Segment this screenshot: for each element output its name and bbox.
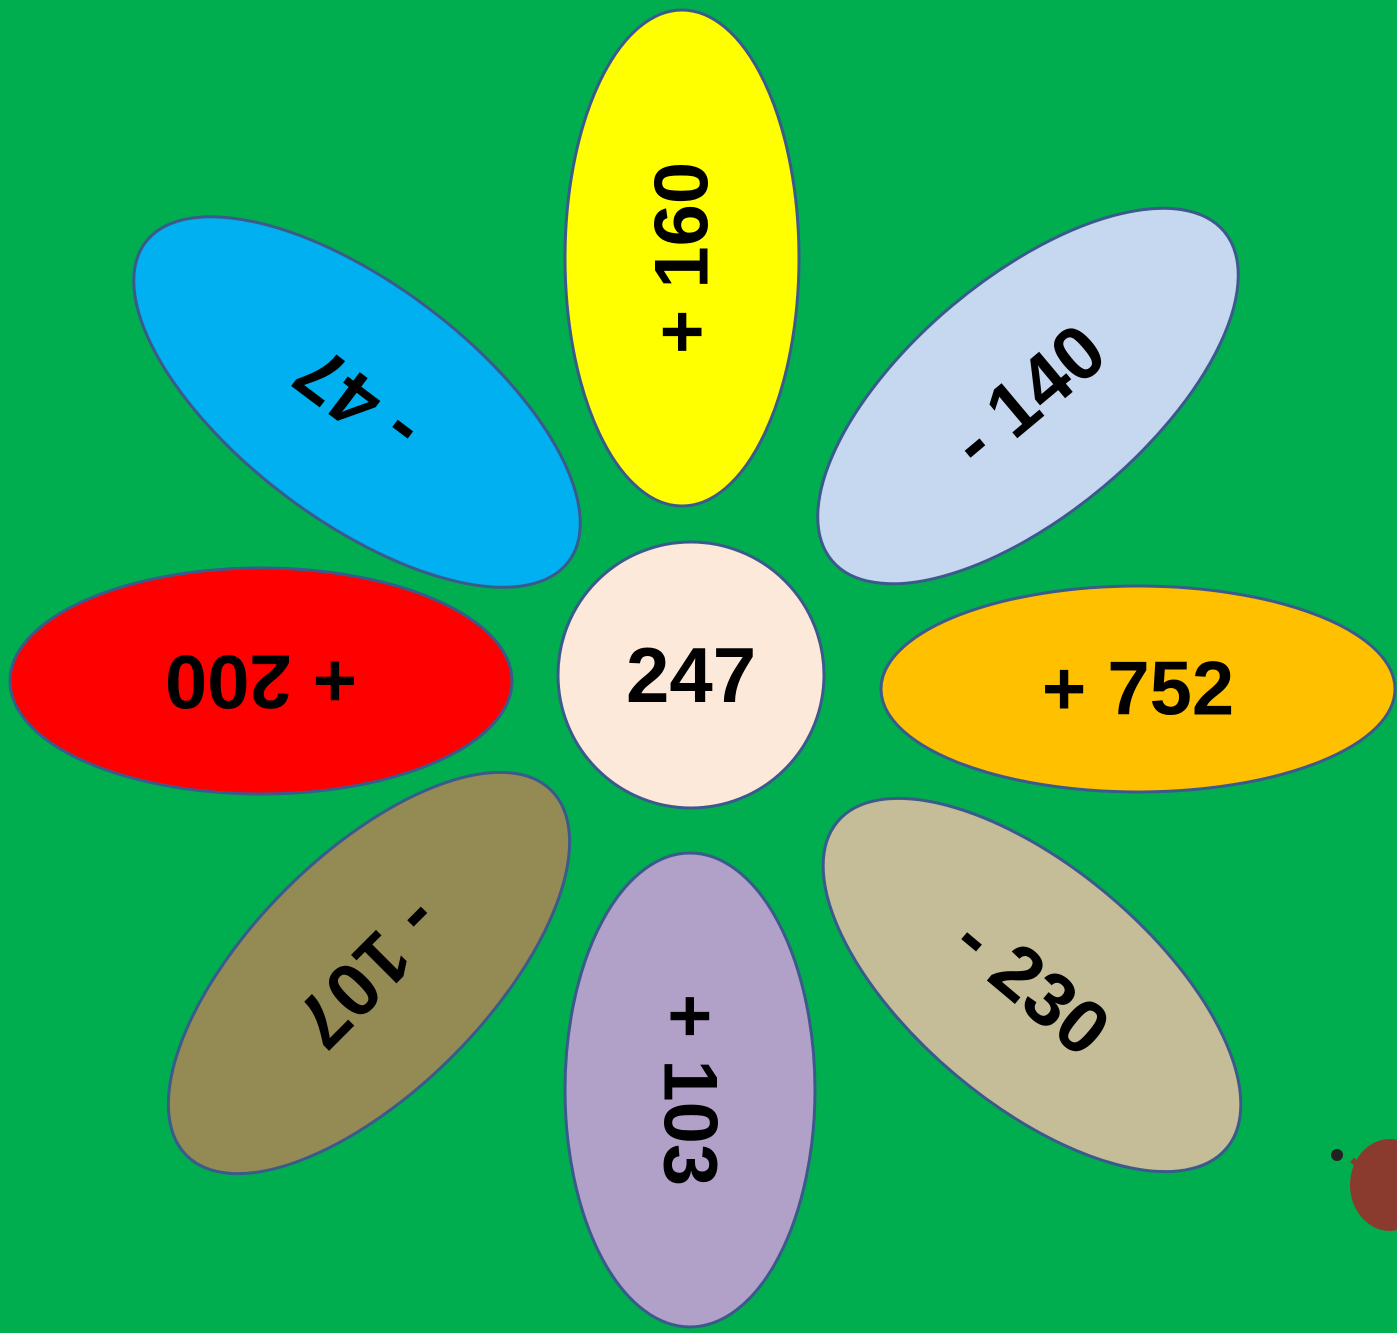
petal-left-shape	[8, 566, 514, 796]
petal-top-left-shape	[132, 215, 582, 589]
petal-top-left[interactable]: - 47	[74, 148, 639, 655]
petal-right-shape	[879, 584, 1397, 794]
flower-center-shape	[556, 540, 826, 810]
petal-bottom-label: + 103	[648, 994, 733, 1186]
petal-right[interactable]: + 752	[879, 584, 1397, 794]
mouse-nose	[1331, 1149, 1343, 1161]
petal-left[interactable]: + 200	[8, 566, 514, 796]
mouse-tail	[1350, 1157, 1374, 1175]
petal-top[interactable]: + 160	[563, 8, 801, 508]
flower-center: 247	[556, 540, 826, 810]
petal-left-label: + 200	[165, 639, 357, 724]
petal-top-shape	[563, 8, 801, 508]
mouse-icon	[1331, 1139, 1397, 1231]
petal-bottom-left[interactable]: - 107	[103, 707, 635, 1239]
petal-bottom-right-shape	[821, 796, 1243, 1174]
petal-top-right-shape	[816, 206, 1240, 586]
mouse-body	[1350, 1139, 1397, 1231]
center-number: 247	[626, 631, 756, 719]
petal-bottom[interactable]: + 103	[563, 851, 817, 1329]
petal-right-label: + 752	[1042, 647, 1234, 732]
petal-bottom-right[interactable]: - 230	[762, 731, 1303, 1238]
petal-top-right[interactable]: - 140	[756, 141, 1300, 651]
petal-bottom-left-shape	[166, 770, 572, 1176]
petal-bottom-shape	[563, 851, 817, 1329]
petal-top-label: + 160	[640, 162, 725, 354]
